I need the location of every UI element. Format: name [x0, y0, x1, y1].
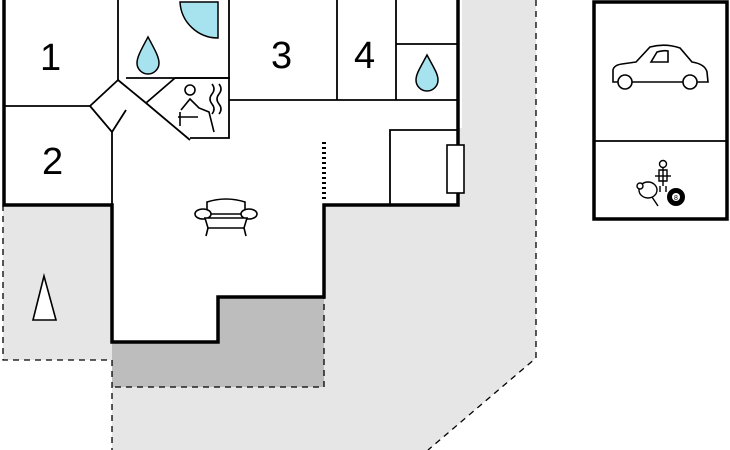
outdoor-terraces — [2, 0, 537, 450]
water-drop-icon — [136, 35, 160, 75]
billiard-ball-number: 8 — [674, 195, 678, 202]
terrace-right-outline — [427, 0, 537, 450]
room-number-4: 4 — [354, 35, 375, 77]
fireplace-icon — [446, 144, 465, 194]
room-number-1: 1 — [40, 37, 61, 79]
room-number-2: 2 — [42, 141, 63, 183]
sofa-icon — [194, 198, 258, 237]
tent-icon — [31, 272, 58, 321]
table-tennis-icon — [636, 181, 659, 207]
house-walls — [2, 0, 460, 344]
garage-building — [592, 0, 729, 221]
sauna-icon — [178, 83, 222, 133]
car-icon — [612, 44, 709, 90]
terrace-left-outline — [2, 205, 112, 361]
outer-wall — [2, 0, 460, 344]
billiard-ball-icon: 8 — [667, 188, 685, 206]
terrace-left — [3, 205, 112, 360]
shower-icon — [179, 1, 219, 39]
room-number-3: 3 — [271, 35, 292, 77]
table-football-icon — [655, 159, 671, 192]
interior-walls — [4, 0, 458, 205]
water-drop-icon — [415, 53, 439, 92]
